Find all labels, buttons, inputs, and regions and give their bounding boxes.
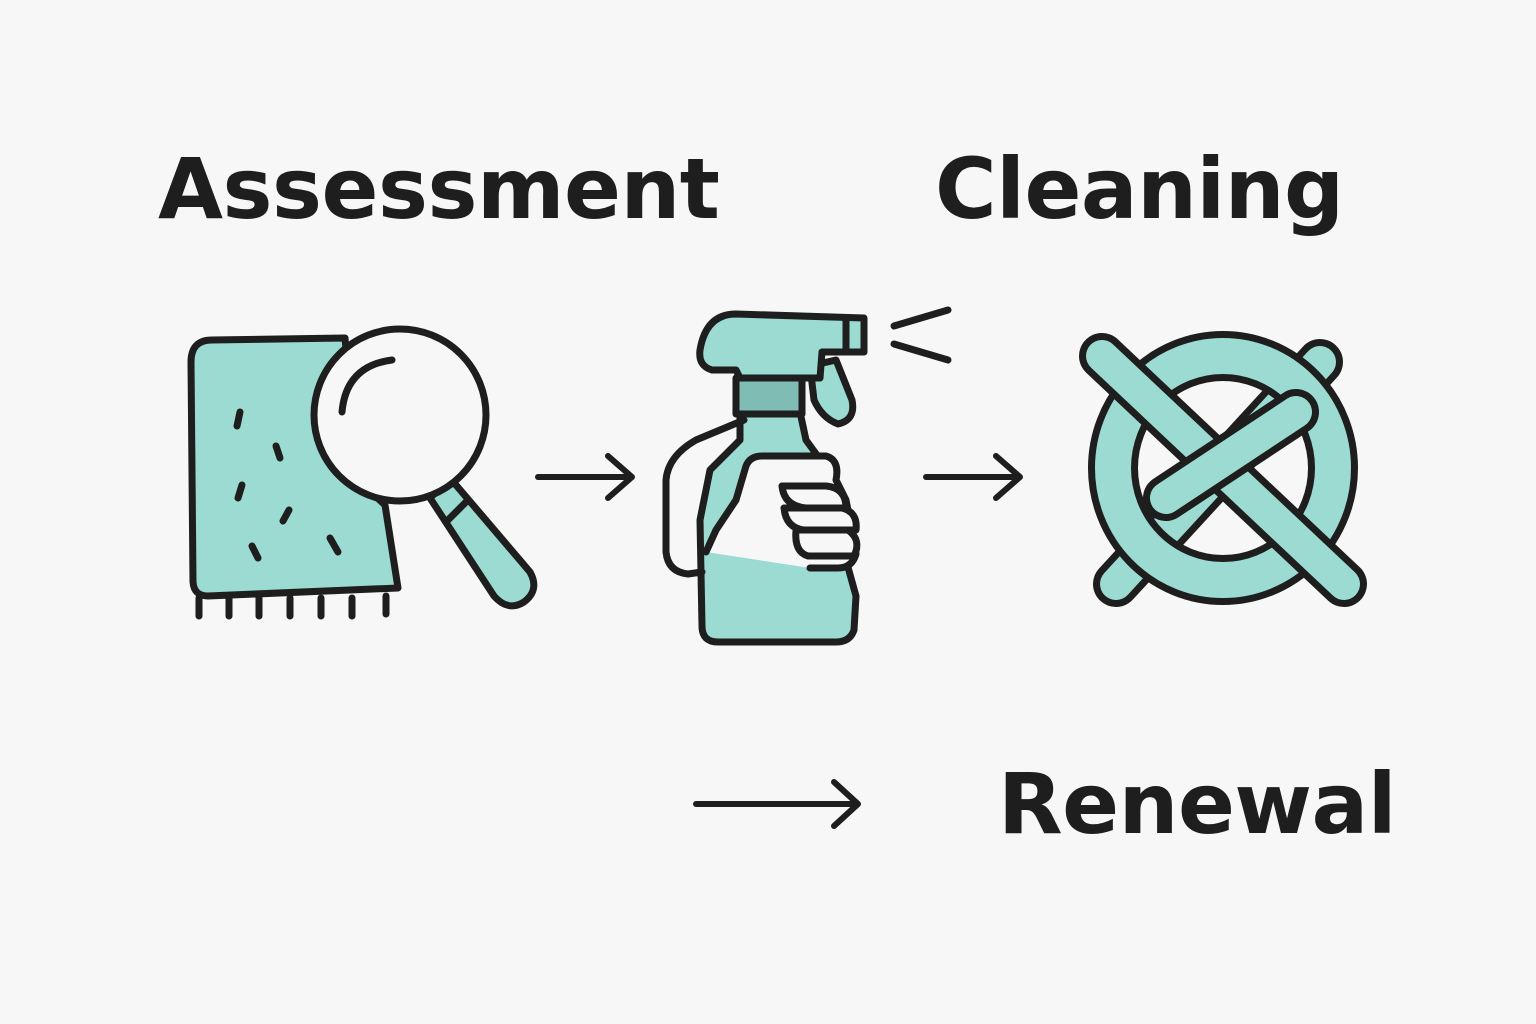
step-label-cleaning: Cleaning bbox=[935, 140, 1344, 238]
spray-bottle-icon bbox=[662, 306, 952, 646]
rug-magnifier-icon bbox=[187, 325, 538, 620]
step-label-assessment: Assessment bbox=[158, 140, 720, 238]
magnifier-icon bbox=[310, 325, 538, 610]
step-label-renewal: Renewal bbox=[998, 755, 1397, 853]
knot-icon bbox=[1079, 331, 1367, 607]
arrow-to-renewal bbox=[693, 779, 861, 829]
arrow-assessment-to-cleaning bbox=[535, 453, 635, 501]
arrow-cleaning-to-renewal bbox=[923, 453, 1023, 501]
